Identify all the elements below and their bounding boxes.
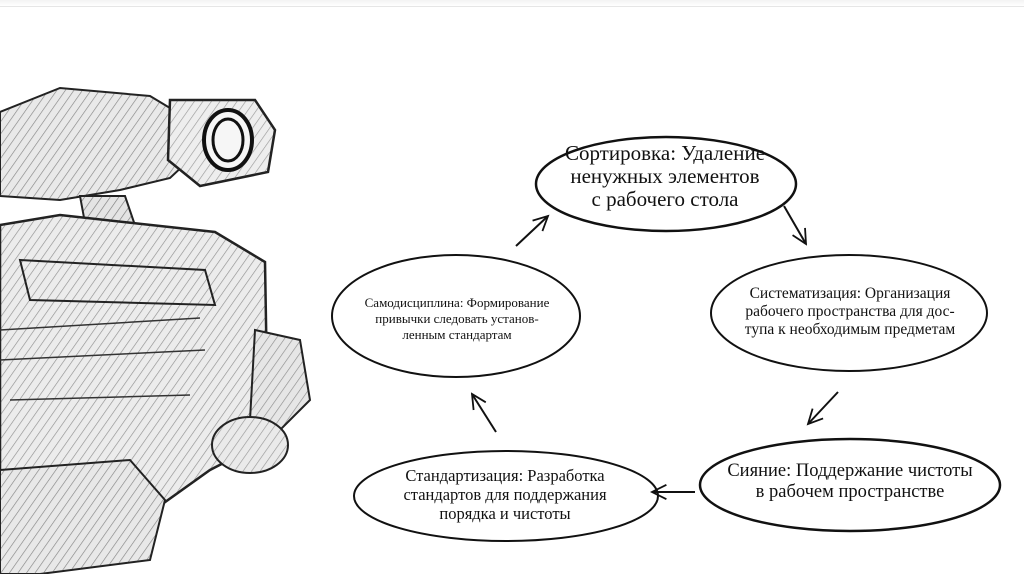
- node-shine-text: Сияние: Поддержание чистоты в рабочем пр…: [727, 461, 973, 502]
- edge-sys-to-shine: [808, 391, 839, 424]
- node-ellipse-shine: [698, 437, 1002, 533]
- node-ellipse-sys: [710, 254, 988, 372]
- edge-std-to-disc: [472, 394, 497, 433]
- slide-top-edge: [0, 0, 1024, 7]
- edge-disc-to-sort: [515, 216, 548, 247]
- node-ellipse-disc: [331, 254, 581, 378]
- robot-sketch-icon: [0, 86, 312, 574]
- edge-sort-to-sys: [783, 205, 806, 244]
- node-sort-text: Сортировка: Удаление ненужных элементов …: [564, 141, 766, 211]
- node-disc-text: Самодисциплина: Формирование привычки сл…: [364, 295, 550, 342]
- node-ellipse-sort: [534, 135, 798, 233]
- node-std-text: Стандартизация: Разработка стандартов дл…: [403, 466, 607, 523]
- node-sys-text: Систематизация: Организация рабочего про…: [744, 285, 956, 338]
